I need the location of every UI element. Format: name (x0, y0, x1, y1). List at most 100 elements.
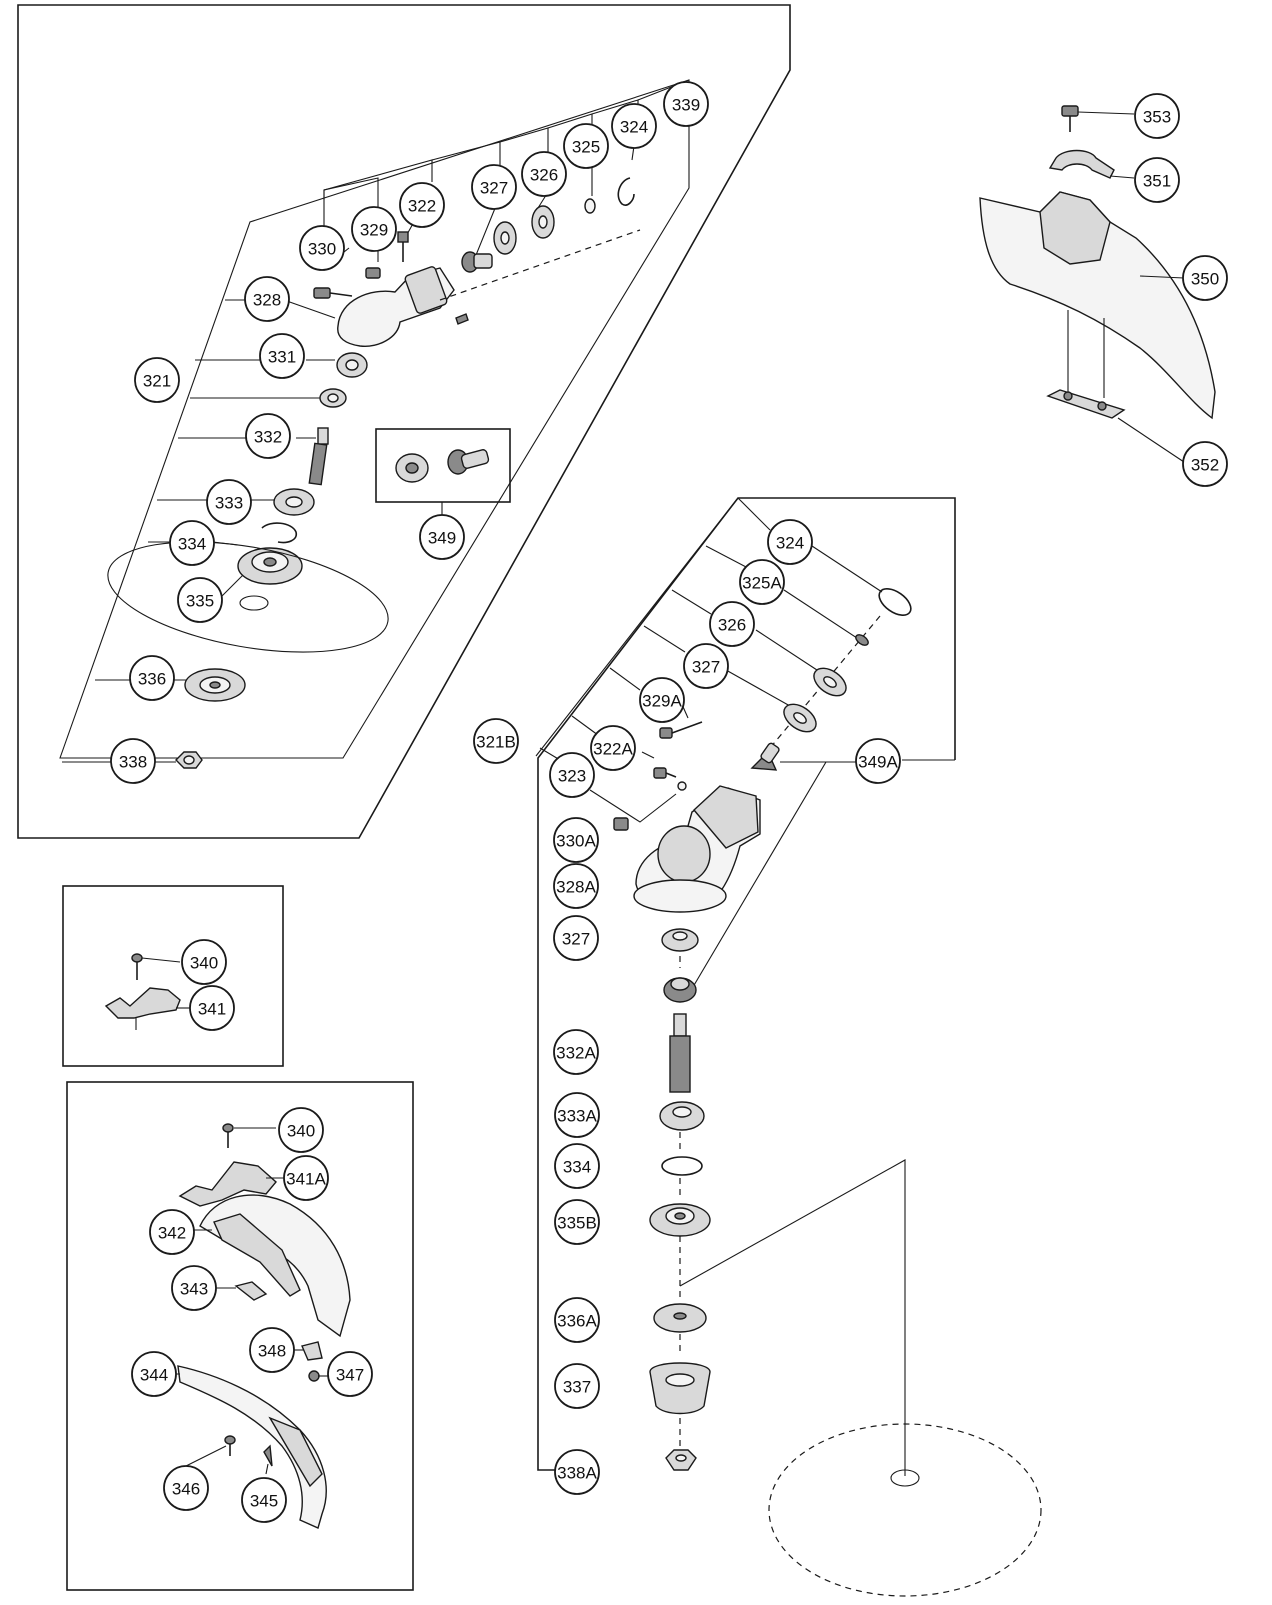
callout-circle (554, 1363, 600, 1409)
callout-label: 321 (143, 372, 171, 391)
part-callout: 349 (419, 514, 465, 560)
callout-circle (244, 276, 290, 322)
callout-layer: 3393243253263273223293303283313213323333… (110, 81, 1228, 1523)
part-callout: 328A (553, 863, 599, 909)
callout-circle (241, 1477, 287, 1523)
callout-circle (663, 81, 709, 127)
callout-circle (611, 103, 657, 149)
part-callout: 350 (1182, 255, 1228, 301)
callout-label: 328A (556, 878, 596, 897)
callout-label: 334 (563, 1158, 591, 1177)
callout-circle (171, 1265, 217, 1311)
callout-label: 330A (556, 832, 596, 851)
part-callout: 327 (553, 915, 599, 961)
part-callout: 329 (351, 206, 397, 252)
part-callout: 340 (181, 939, 227, 985)
callout-circle (563, 123, 609, 169)
part-callout: 335B (554, 1199, 600, 1245)
part-callout: 339 (663, 81, 709, 127)
part-callout: 332 (245, 413, 291, 459)
part-callout: 337 (554, 1363, 600, 1409)
part-callout: 327 (683, 643, 729, 689)
part-callout: 332A (553, 1029, 599, 1075)
callout-circle (549, 752, 595, 798)
callout-circle (1182, 255, 1228, 301)
callout-label: 341A (286, 1170, 326, 1189)
callout-circle (169, 520, 215, 566)
callout-circle (129, 655, 175, 701)
callout-label: 333A (557, 1107, 597, 1126)
callout-circle (471, 164, 517, 210)
callout-circle (206, 479, 252, 525)
part-callout: 322A (590, 725, 636, 771)
callout-circle (709, 601, 755, 647)
callout-circle (553, 915, 599, 961)
callout-label: 332A (556, 1044, 596, 1063)
part-callout: 341 (189, 985, 235, 1031)
callout-circle (278, 1107, 324, 1153)
part-callout: 343 (171, 1265, 217, 1311)
callout-circle (134, 357, 180, 403)
callout-circle (1134, 157, 1180, 203)
callout-label: 352 (1191, 456, 1219, 475)
callout-circle (553, 863, 599, 909)
callout-label: 328 (253, 291, 281, 310)
panel-guard-assembly (66, 1081, 414, 1591)
panel-guard-350 (979, 105, 1216, 463)
callout-label: 327 (562, 930, 590, 949)
callout-circle (521, 151, 567, 197)
callout-circle (473, 718, 519, 764)
callout-label: 340 (190, 954, 218, 973)
callout-circle (554, 1092, 600, 1138)
part-callout: 336 (129, 655, 175, 701)
part-callout: 346 (163, 1465, 209, 1511)
part-callout: 329A (639, 677, 685, 723)
callout-circle (299, 225, 345, 271)
callout-label: 322 (408, 197, 436, 216)
part-callout: 351 (1134, 157, 1180, 203)
part-callout: 338 (110, 738, 156, 784)
callout-label: 333 (215, 494, 243, 513)
callout-label: 324 (776, 534, 804, 553)
part-callout: 340 (278, 1107, 324, 1153)
part-callout: 344 (131, 1351, 177, 1397)
panel-gear-head-1 (17, 4, 791, 839)
callout-circle (189, 985, 235, 1031)
part-callout: 323 (549, 752, 595, 798)
part-callout: 348 (249, 1327, 295, 1373)
callout-label: 340 (287, 1122, 315, 1141)
part-callout: 352 (1182, 441, 1228, 487)
callout-circle (767, 519, 813, 565)
callout-label: 325 (572, 138, 600, 157)
part-callout: 325A (739, 559, 785, 605)
callout-circle (259, 333, 305, 379)
callout-label: 347 (336, 1366, 364, 1385)
callout-label: 338 (119, 753, 147, 772)
callout-circle (249, 1327, 295, 1373)
callout-label: 327 (480, 179, 508, 198)
callout-label: 349 (428, 529, 456, 548)
callout-circle (351, 206, 397, 252)
part-callout: 321B (473, 718, 519, 764)
part-callout: 331 (259, 333, 305, 379)
part-callout: 342 (149, 1209, 195, 1255)
callout-circle (110, 738, 156, 784)
part-callout: 330 (299, 225, 345, 271)
callout-label: 329 (360, 221, 388, 240)
part-callout: 338A (554, 1449, 600, 1495)
part-callout: 324 (767, 519, 813, 565)
callout-circle (590, 725, 636, 771)
part-callout: 334 (169, 520, 215, 566)
callout-circle (683, 643, 729, 689)
callout-label: 326 (718, 616, 746, 635)
callout-label: 343 (180, 1280, 208, 1299)
part-callout: 353 (1134, 93, 1180, 139)
callout-circle (163, 1465, 209, 1511)
callout-label: 342 (158, 1224, 186, 1243)
callout-label: 353 (1143, 108, 1171, 127)
callout-label: 350 (1191, 270, 1219, 289)
callout-circle (554, 1297, 600, 1343)
callout-circle (149, 1209, 195, 1255)
callout-circle (131, 1351, 177, 1397)
